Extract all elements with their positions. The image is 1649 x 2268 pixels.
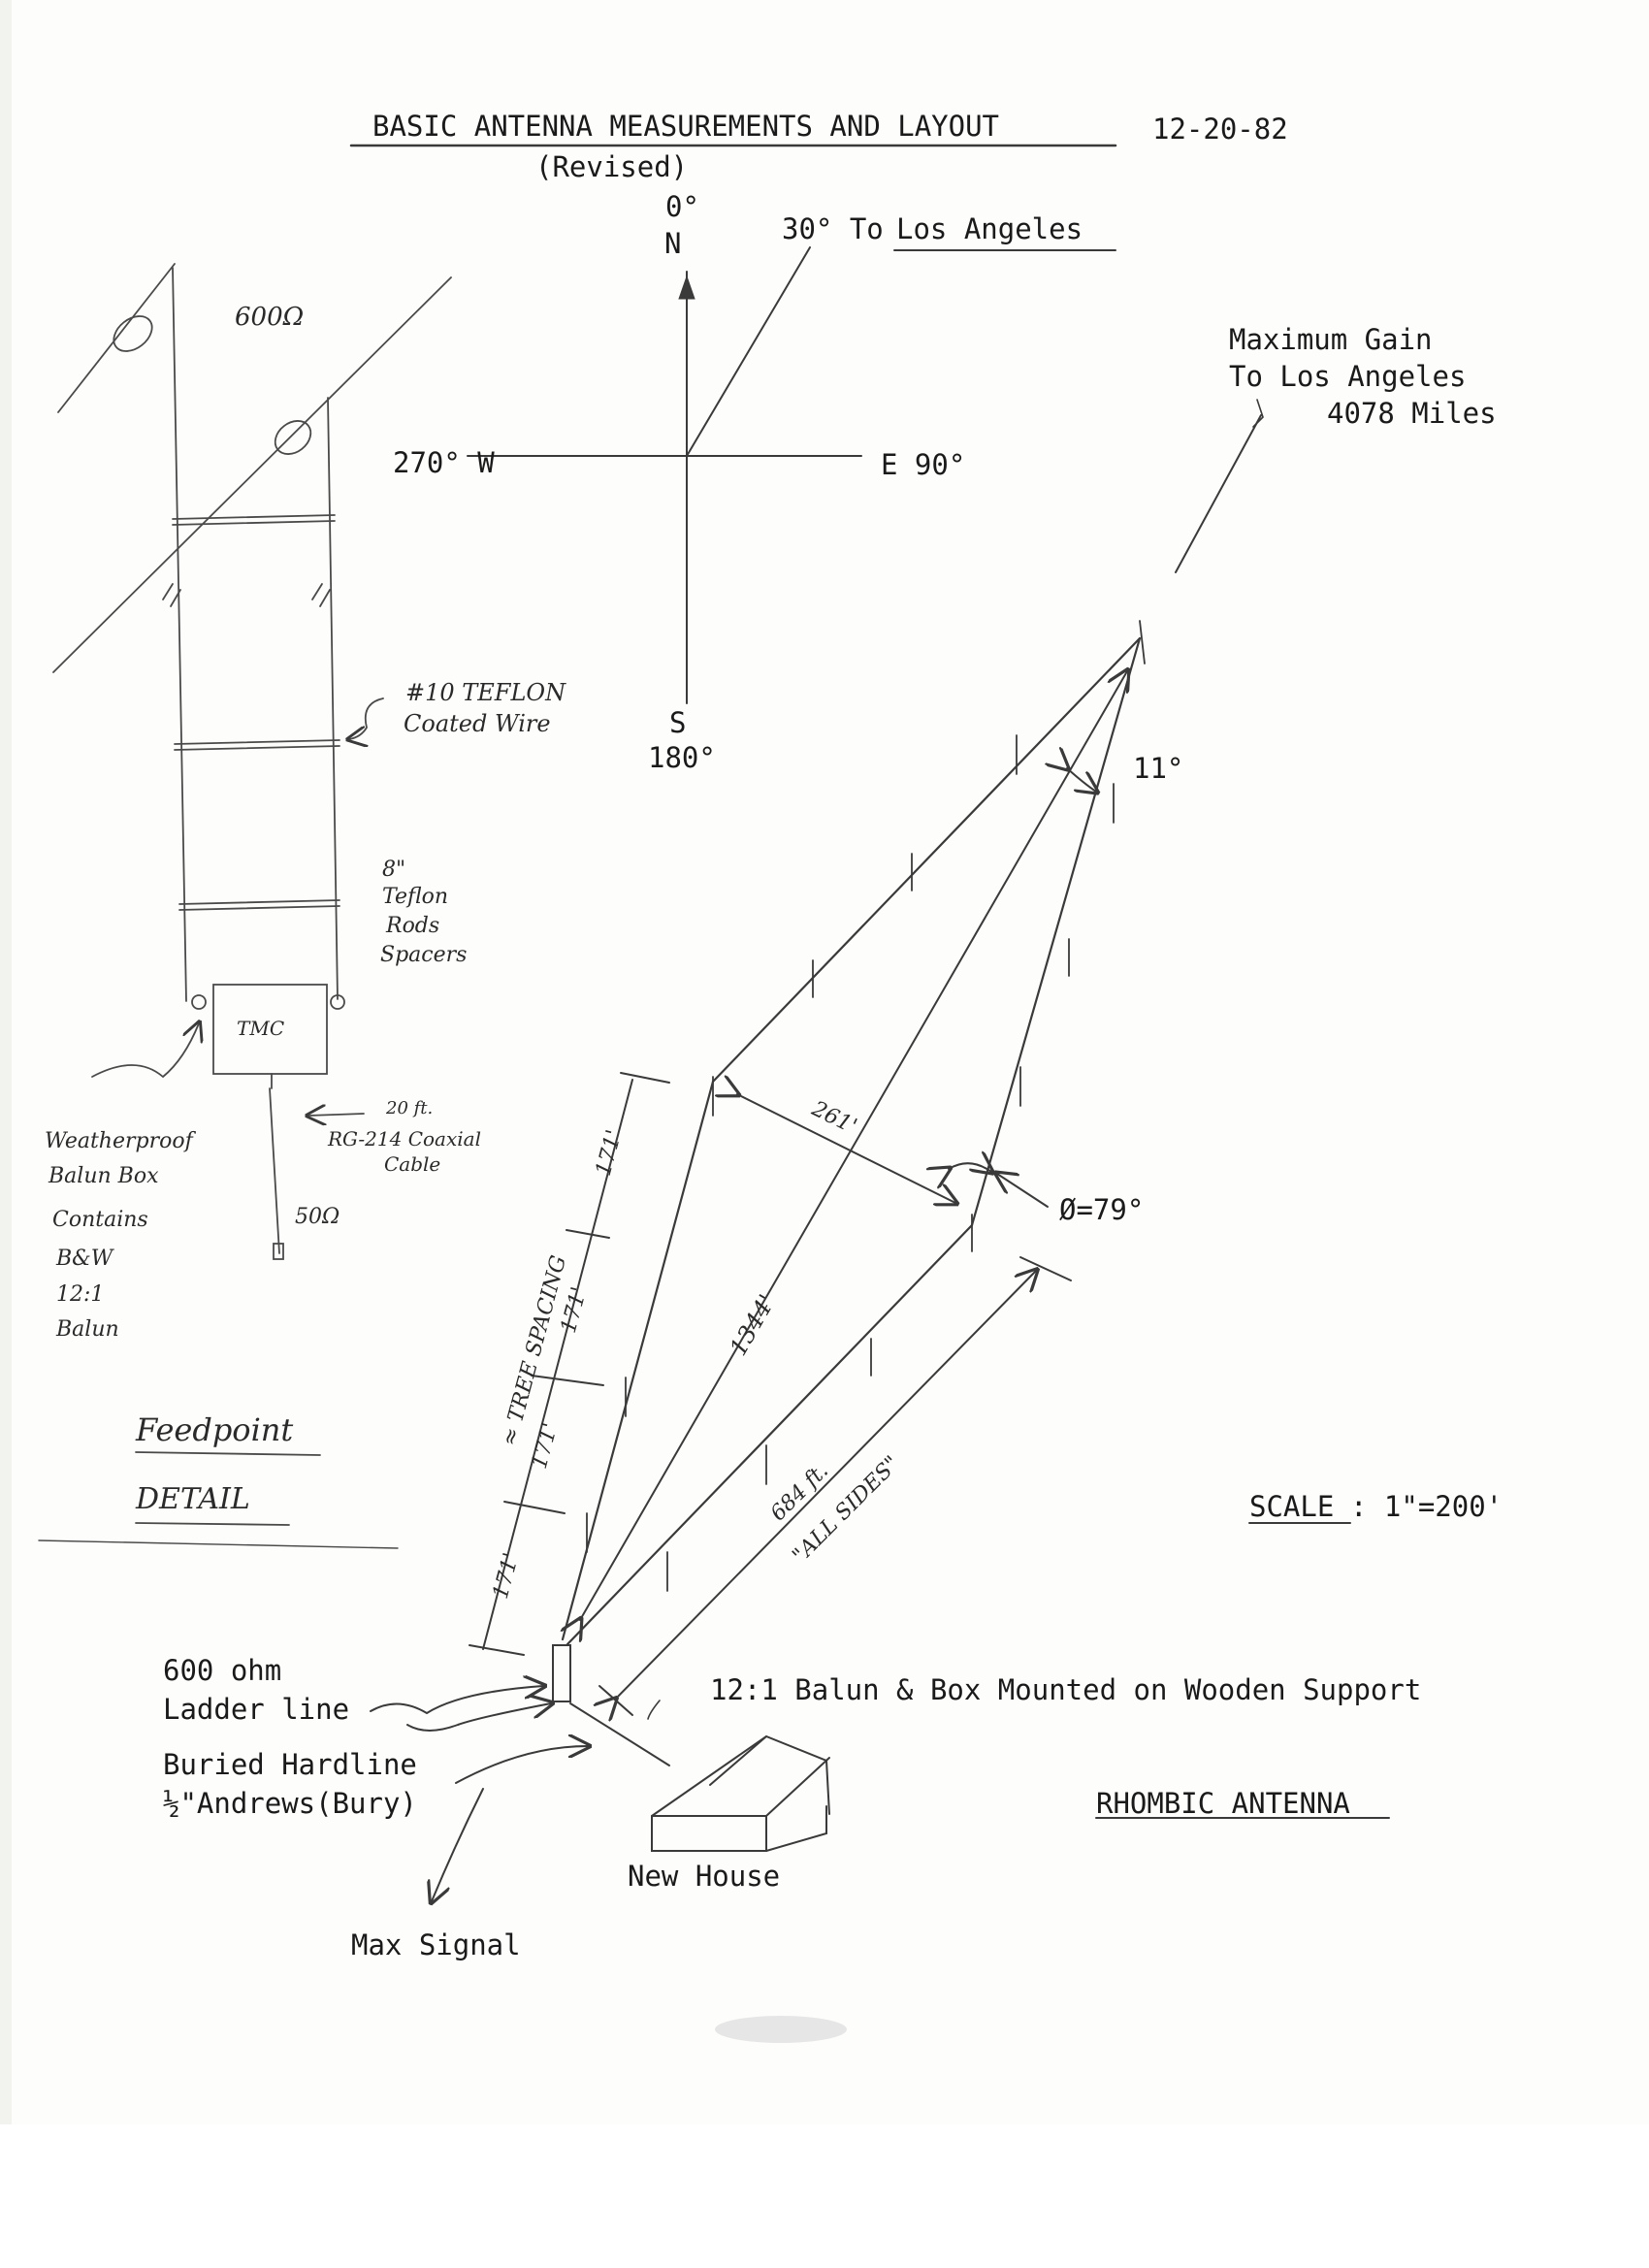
rhombus-side-bottom (566, 1223, 974, 1646)
ladder-line-label-2: Ladder line (163, 1693, 350, 1726)
feedpoint-detail-sketch (38, 263, 452, 1549)
balun-note-3: Contains (52, 1208, 148, 1232)
page-edge (0, 0, 12, 2124)
balun-note-5: 12:1 (56, 1282, 105, 1307)
page-title: BASIC ANTENNA MEASUREMENTS AND LAYOUT (372, 110, 1000, 143)
feed-assembly (370, 1644, 670, 1901)
angle-pointer (997, 1174, 1049, 1208)
short-diagonal (737, 1094, 955, 1203)
la-bearing: 30° To (782, 212, 884, 245)
la-destination: Los Angeles (896, 212, 1083, 245)
wire-note-2: Coated Wire (404, 710, 551, 737)
side-angle: Ø=79° (1059, 1193, 1145, 1226)
max-gain-line2: To Los Angeles (1229, 360, 1467, 393)
coax-impedance: 50Ω (295, 1205, 340, 1229)
house-label: New House (628, 1860, 781, 1893)
scale-label: SCALE (1249, 1490, 1335, 1523)
date: 12-20-82 (1152, 113, 1288, 146)
south-degrees: 180° (648, 741, 716, 774)
hardline-label-2: ½"Andrews(Bury) (163, 1787, 417, 1820)
coax-note-2: RG-214 Coaxial (328, 1127, 481, 1150)
east-label: E 90° (881, 448, 966, 481)
far-angle: 11° (1133, 752, 1184, 785)
hardline-label-1: Buried Hardline (163, 1748, 417, 1781)
max-gain-line1: Maximum Gain (1229, 323, 1433, 356)
detail-impedance: 600Ω (235, 303, 305, 332)
house-drawing (651, 1734, 830, 1852)
side-dimension (599, 1256, 1072, 1715)
max-signal-label: Max Signal (351, 1928, 521, 1961)
west-label: 270° W (393, 446, 495, 479)
balun-note-1: Weatherproof (45, 1129, 193, 1153)
rods-note-4: Spacers (380, 943, 468, 967)
south-label: S (669, 706, 687, 739)
coax-note-3: Cable (384, 1152, 441, 1176)
balun-mount-label: 12:1 Balun & Box Mounted on Wooden Suppo… (710, 1673, 1422, 1706)
revised-note: (Revised) (535, 150, 689, 183)
angle-arc-far (1067, 768, 1096, 792)
north-degrees: 0° (665, 190, 699, 223)
tree-spacing-dimension (469, 1072, 670, 1656)
coax-note-1: 20 ft. (386, 1098, 434, 1118)
scan-margin (0, 2124, 1649, 2268)
rods-note-1: 8" (382, 858, 406, 882)
detail-title-2: DETAIL (136, 1482, 250, 1516)
rods-note-3: Rods (386, 914, 440, 938)
detail-title-1: Feedpoint (136, 1411, 294, 1448)
balun-note-6: Balun (56, 1317, 119, 1342)
long-diagonal (580, 671, 1127, 1620)
compass-rose (467, 246, 1116, 704)
scan-smudge (715, 2016, 847, 2043)
rhombic-title: RHOMBIC ANTENNA (1096, 1787, 1350, 1820)
balun-box-tag: TMC (237, 1017, 285, 1040)
scale-value: : 1"=200' (1350, 1490, 1504, 1523)
rods-note-2: Teflon (382, 885, 449, 909)
rhombus-side-left (561, 1080, 715, 1641)
support-poles (586, 620, 1146, 1592)
ladder-line-label-1: 600 ohm (163, 1654, 282, 1687)
max-gain-distance: 4078 Miles (1327, 397, 1497, 430)
angle-arc-side (949, 1163, 991, 1172)
balun-note-2: Balun Box (48, 1164, 159, 1188)
la-bearing-line (686, 246, 811, 457)
north-label: N (664, 227, 682, 260)
wire-note-1: #10 TEFLON (405, 679, 566, 706)
max-gain-arrow (1175, 399, 1264, 573)
balun-note-4: B&W (56, 1247, 113, 1271)
